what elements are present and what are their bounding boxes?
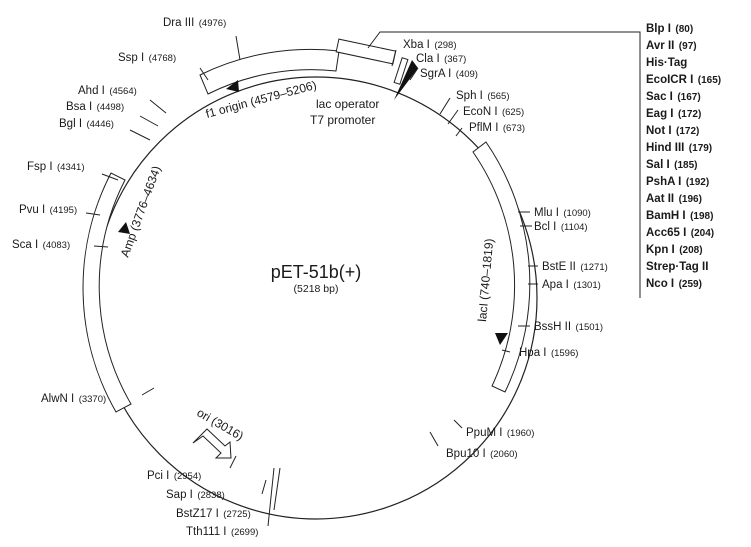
mcs-item: Hind III (179)	[646, 138, 712, 155]
tick-dra-iii	[235, 35, 241, 61]
site-label-mlu-i: Mlu I (1090)	[534, 203, 591, 220]
site-label-ahd-i: Ahd I (4564)	[78, 81, 137, 98]
site-label-sgra-i: SgrA I (409)	[420, 64, 478, 81]
site-label-bste-ii: BstE II (1271)	[542, 257, 608, 274]
site-label-pflm-i: PflM I (673)	[469, 118, 525, 135]
f1-origin-arrow	[226, 80, 239, 92]
mcs-item: Sal I (185)	[646, 155, 697, 172]
mcs-item: EcoICR I (165)	[646, 70, 721, 87]
site-label-dra-iii: Dra III (4976)	[163, 13, 226, 30]
site-label-sph-i: Sph I (565)	[456, 86, 510, 103]
tick-econ-i	[447, 109, 459, 125]
mcs-item: Acc65 I (204)	[646, 223, 714, 240]
f1-origin-feature	[199, 48, 340, 95]
tick-pflm-i	[455, 127, 463, 137]
lac-operator-label: lac operator	[316, 97, 379, 111]
tick-pvu-i	[85, 212, 101, 216]
site-label-sca-i: Sca I (4083)	[12, 235, 70, 252]
amp-feature	[82, 172, 132, 413]
site-label-ssp-i: Ssp I (4768)	[118, 48, 176, 65]
mcs-item: BamH I (198)	[646, 206, 713, 223]
site-label-bstz17-i: BstZ17 I (2725)	[176, 504, 251, 521]
tick-fsp-i	[101, 173, 119, 181]
mcs-list: Blp I (80) Avr II (97) His·Tag EcoICR I …	[646, 19, 721, 291]
tick-sap-i	[261, 479, 267, 495]
tick-bpu10-i	[429, 431, 439, 447]
laci-feature	[472, 141, 531, 393]
mcs-item: Blp I (80)	[646, 19, 693, 36]
tick-xba-i	[391, 49, 397, 67]
tick-alwn-i	[141, 387, 155, 396]
tick-ppum-i	[453, 419, 463, 429]
site-label-cla-i: Cla I (367)	[416, 49, 466, 66]
mcs-item: Kpn I (208)	[646, 240, 703, 257]
site-label-bcl-i: Bcl I (1104)	[534, 217, 588, 234]
tick-bgl-i	[129, 129, 151, 141]
site-label-sap-i: Sap I (2838)	[166, 485, 225, 502]
tick-tth111-i	[267, 467, 275, 527]
mcs-item: Eag I (172)	[646, 104, 701, 121]
mcs-item: Not I (172)	[646, 121, 699, 138]
site-label-bsa-i: Bsa I (4498)	[66, 97, 124, 114]
site-label-apa-i: Apa I (1301)	[542, 275, 601, 292]
tick-sph-i	[439, 97, 451, 115]
site-label-alwn-i: AlwN I (3370)	[41, 389, 106, 406]
site-label-ppum-i: PpuM I (1960)	[466, 423, 534, 440]
site-label-fsp-i: Fsp I (4341)	[27, 157, 84, 174]
site-label-tth111-i: Tth111 I (2699)	[186, 522, 258, 539]
tick-bstz17-i	[273, 467, 281, 511]
mcs-item: Strep·Tag II	[646, 261, 708, 273]
mcs-item: PshA I (192)	[646, 172, 709, 189]
mcs-item: His·Tag	[646, 57, 687, 69]
t7-promoter-label: T7 promoter	[310, 113, 375, 127]
site-label-pci-i: Pci I (2954)	[147, 466, 201, 483]
site-label-pvu-i: Pvu I (4195)	[19, 200, 77, 217]
site-label-bgl-i: Bgl I (4446)	[59, 114, 114, 131]
lac-operator-box	[393, 57, 409, 85]
site-label-bpu10-i: Bpu10 I (2060)	[446, 444, 518, 461]
mcs-item: Avr II (97)	[646, 36, 697, 53]
tick-bsa-i	[139, 115, 159, 127]
tick-sgra-i	[409, 67, 419, 81]
tick-sca-i	[93, 245, 109, 248]
site-label-xba-i: Xba I (298)	[403, 35, 457, 52]
laci-label: lacI (740–1819)	[475, 238, 496, 322]
mcs-bracket	[367, 31, 641, 298]
plasmid-size: (5218 bp)	[294, 283, 339, 295]
amp-label: Amp (3776–4634)	[118, 164, 164, 259]
tick-ahd-i	[149, 99, 167, 114]
plasmid-name: pET-51b(+)	[271, 262, 362, 282]
t7-promoter-arrow	[394, 60, 418, 100]
tick-hpa-i	[501, 349, 511, 353]
mcs-item: Nco I (259)	[646, 274, 702, 291]
site-label-hpa-i: Hpa I (1596)	[519, 343, 578, 360]
tick-ssp-i	[199, 67, 209, 81]
amp-arrow	[118, 222, 130, 234]
tick-pci-i	[229, 455, 237, 469]
site-label-bssh-ii: BssH II (1501)	[534, 317, 603, 334]
site-label-econ-i: EcoN I (625)	[463, 102, 524, 119]
ori-label: ori (3016)	[195, 405, 246, 443]
mcs-box	[335, 38, 397, 65]
mcs-item: Aat II (196)	[646, 189, 702, 206]
laci-arrow	[495, 333, 508, 345]
ori-feature	[192, 428, 232, 459]
mcs-item: Sac I (167)	[646, 87, 701, 104]
